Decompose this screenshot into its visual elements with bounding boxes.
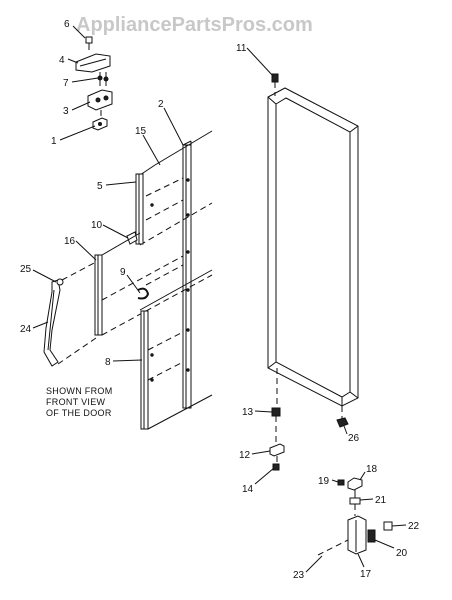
callout-3: 3 bbox=[63, 106, 69, 117]
callout-23: 23 bbox=[293, 570, 305, 581]
leader-lines bbox=[32, 25, 407, 573]
part-26-screw bbox=[336, 406, 349, 428]
callout-6: 6 bbox=[64, 19, 70, 30]
door-liner-assembly bbox=[94, 130, 213, 430]
callout-15: 15 bbox=[135, 126, 147, 137]
callout-16: 16 bbox=[64, 236, 76, 247]
callout-20: 20 bbox=[396, 548, 408, 559]
callout-5: 5 bbox=[97, 181, 103, 192]
part-20-plate bbox=[367, 529, 376, 543]
part-16-mid-panel bbox=[94, 232, 213, 336]
callout-17: 17 bbox=[360, 569, 372, 580]
part-24-handle bbox=[43, 279, 61, 367]
note-line-1: SHOWN FROM bbox=[46, 386, 113, 396]
callout-26: 26 bbox=[348, 433, 360, 444]
part-19-screw bbox=[337, 479, 345, 486]
top-hinge-assembly bbox=[75, 36, 113, 131]
note-line-2: FRONT VIEW bbox=[46, 397, 106, 407]
rivet-dots bbox=[150, 178, 190, 382]
part-5-rail bbox=[135, 173, 144, 245]
callout-18: 18 bbox=[366, 464, 378, 475]
callout-22: 22 bbox=[408, 521, 420, 532]
callout-14: 14 bbox=[242, 484, 254, 495]
callout-19: 19 bbox=[318, 476, 330, 487]
callout-12: 12 bbox=[239, 450, 251, 461]
callout-11: 11 bbox=[236, 43, 247, 54]
part-8-rail bbox=[140, 310, 213, 430]
note-line-3: OF THE DOOR bbox=[46, 408, 112, 418]
view-note: SHOWN FROM FRONT VIEW OF THE DOOR bbox=[46, 386, 113, 418]
part-25-handle-cap bbox=[56, 261, 97, 365]
watermark: AppliancePartsPros.com bbox=[76, 14, 313, 36]
part-11-bushing bbox=[271, 73, 279, 96]
part-9-clip bbox=[137, 287, 150, 300]
part-14-pin bbox=[272, 463, 280, 471]
part-22-block bbox=[383, 521, 393, 531]
callout-8: 8 bbox=[105, 357, 111, 368]
callout-13: 13 bbox=[242, 407, 254, 418]
callout-10: 10 bbox=[91, 220, 103, 231]
part-6-screw bbox=[85, 36, 93, 50]
part-12-washer bbox=[269, 443, 285, 457]
callout-7: 7 bbox=[63, 78, 69, 89]
part-17-bracket bbox=[347, 515, 367, 555]
bottom-hinge-assembly bbox=[269, 368, 285, 471]
part-13-bushing bbox=[271, 407, 281, 417]
lower-bracket-assembly bbox=[317, 477, 393, 556]
callout-9: 9 bbox=[120, 267, 126, 278]
callout-4: 4 bbox=[59, 55, 65, 66]
callout-24: 24 bbox=[20, 324, 32, 335]
part-21-spacer bbox=[349, 497, 361, 505]
callout-25: 25 bbox=[20, 264, 32, 275]
callout-21: 21 bbox=[375, 495, 387, 506]
callout-2: 2 bbox=[158, 99, 164, 110]
callout-1: 1 bbox=[51, 136, 57, 147]
part-23-screw bbox=[317, 539, 349, 556]
part-7-screws bbox=[97, 72, 109, 86]
outer-door-panel bbox=[267, 87, 359, 407]
part-15-upper-panel bbox=[139, 130, 213, 246]
part-18-cap bbox=[347, 477, 363, 491]
callout-numbers: 6 4 7 3 1 2 15 5 10 16 9 25 24 8 11 13 1… bbox=[20, 19, 420, 581]
